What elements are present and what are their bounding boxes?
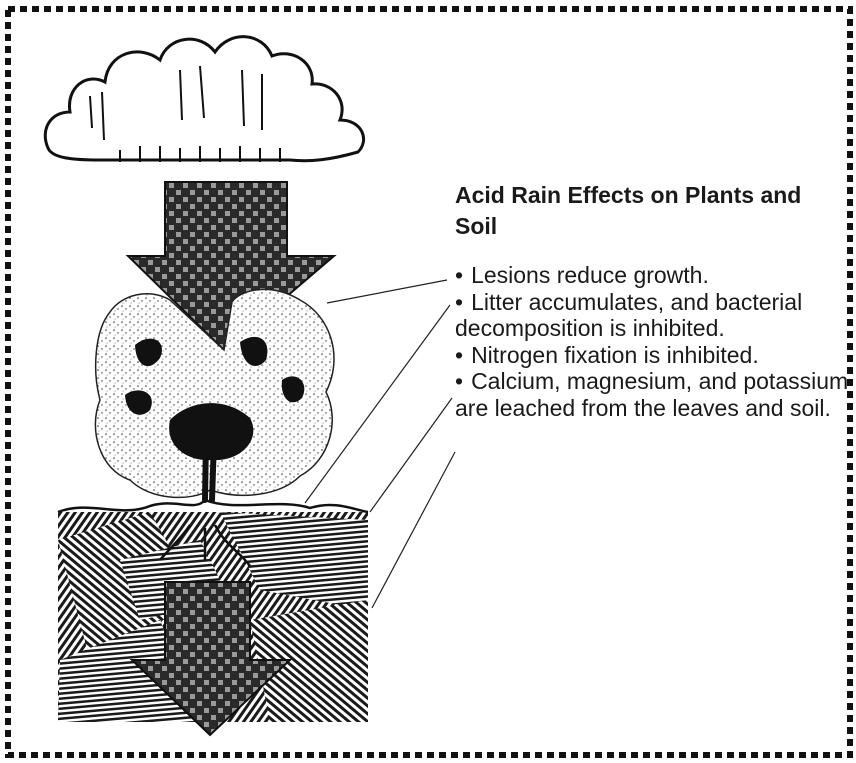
effect-text: Nitrogen fixation is inhibited. (471, 342, 759, 368)
effect-item: •Calcium, magnesium, and potassium are l… (455, 368, 850, 421)
bullet-icon: • (455, 262, 463, 288)
cloud-icon (45, 37, 363, 162)
bullet-icon: • (455, 342, 463, 368)
bullet-icon: • (455, 368, 463, 394)
effect-text: Litter accumulates, and bacterial decomp… (455, 289, 802, 342)
effect-text: Lesions reduce growth. (471, 262, 709, 288)
effect-text: Calcium, magnesium, and potassium are le… (455, 368, 848, 421)
effect-item: • Nitrogen fixation is inhibited. (455, 342, 850, 369)
diagram-title: Acid Rain Effects on Plants and Soil (455, 180, 835, 242)
bullet-icon: • (455, 289, 463, 315)
effects-list: •Lesions reduce growth. •Litter accumula… (455, 262, 850, 421)
effect-item: •Litter accumulates, and bacterial decom… (455, 289, 850, 342)
effect-item: • Lesions reduce growth. (455, 262, 850, 289)
